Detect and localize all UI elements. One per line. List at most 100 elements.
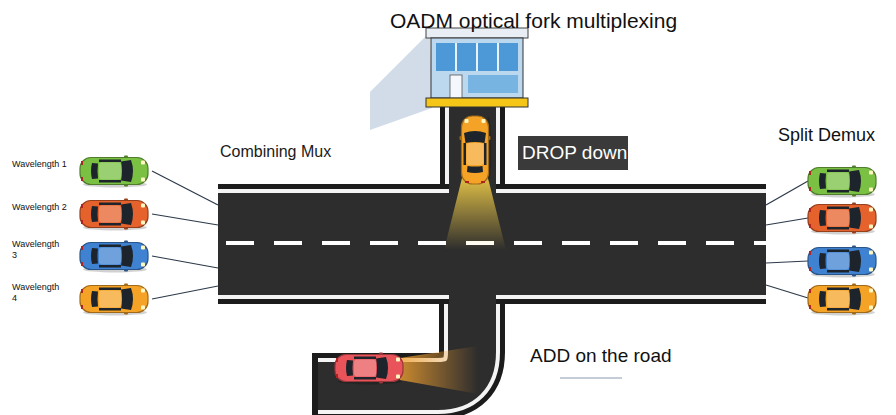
car-illustration: [806, 283, 878, 315]
car-taillight: [465, 181, 469, 183]
mux-line: [152, 286, 218, 299]
car-rear-window: [467, 166, 483, 173]
car-body: [80, 286, 148, 313]
car-icon: [78, 198, 150, 230]
car-roof: [827, 291, 849, 308]
car-taillight: [809, 289, 811, 293]
car-icon: [806, 283, 878, 315]
car-taillight: [809, 171, 811, 175]
car-windshield: [849, 250, 861, 272]
car-headlight: [869, 268, 873, 272]
car-illustration: [78, 198, 150, 230]
mux-road: Combining Mux: [218, 140, 766, 304]
mux-line: [152, 256, 218, 268]
car-headlight: [869, 208, 873, 212]
car-taillight: [81, 289, 83, 293]
car-headlight: [869, 251, 873, 255]
car-rear-window: [91, 248, 98, 264]
car-side-window: [99, 180, 121, 183]
car-taillight: [81, 305, 83, 309]
car-side-window: [99, 288, 121, 291]
car-illustration: [333, 352, 405, 384]
car-body: [80, 158, 148, 185]
car-headlight: [141, 221, 145, 225]
car-rear-window: [819, 210, 826, 226]
car-taillight: [81, 220, 83, 224]
car-headlight: [869, 289, 873, 293]
car-illustration: [806, 165, 878, 197]
car-roof: [99, 163, 121, 180]
demux-line: [766, 285, 808, 298]
car-rear-window: [91, 291, 98, 307]
car-body: [80, 201, 148, 228]
demux-line: [766, 218, 808, 225]
car-icon: [78, 240, 150, 272]
car-side-window: [99, 265, 121, 268]
building-door: [450, 75, 462, 98]
car-headlight: [141, 306, 145, 310]
car-side-window: [99, 308, 121, 311]
car-headlight: [141, 178, 145, 182]
car-icon: [459, 114, 491, 186]
car-headlight: [869, 171, 873, 175]
car-taillight: [809, 305, 811, 309]
window-frame: [476, 43, 478, 71]
demux-line: [766, 181, 808, 205]
car-icon: [806, 165, 878, 197]
car-taillight: [336, 374, 338, 378]
drop-road-edge: [440, 106, 505, 196]
car-headlight: [869, 225, 873, 229]
add-road-end: [312, 353, 318, 415]
annotation-label: Split Demux: [778, 124, 875, 146]
building-base: [426, 98, 528, 107]
car-illustration: [78, 240, 150, 272]
junction-patch: [440, 180, 445, 186]
car-illustration: [459, 114, 491, 186]
car-taillight: [809, 267, 811, 271]
car-headlight: [396, 375, 400, 379]
car-rear-window: [91, 163, 98, 179]
car-taillight: [81, 262, 83, 266]
car-side-window: [827, 288, 849, 291]
window-frame: [497, 43, 499, 71]
car-body: [808, 205, 876, 232]
car-illustration: [78, 283, 150, 315]
car-side-window: [99, 203, 121, 206]
building-window: [436, 43, 518, 71]
car-side-window: [827, 170, 849, 173]
car-headlight: [396, 358, 400, 362]
car-roof: [99, 206, 121, 223]
drop-label: DROP down: [522, 136, 627, 170]
car-side-window: [827, 270, 849, 273]
car-illustration: [806, 245, 878, 277]
wavelength-car: Wavelength 1: [10, 152, 152, 190]
junction-patch: [500, 180, 505, 186]
building-body: [431, 38, 523, 98]
car-windshield: [849, 207, 861, 229]
car-rear-window: [819, 291, 826, 307]
building-shadow: [370, 32, 432, 130]
car-icon: [78, 283, 150, 315]
car-rear-window: [91, 206, 98, 222]
car-icon: [806, 202, 878, 234]
car-roof: [827, 210, 849, 227]
car-body: [808, 168, 876, 195]
car-windshield: [376, 357, 388, 379]
car-roof: [354, 360, 376, 377]
car-side-window: [354, 357, 376, 360]
car-headlight: [465, 119, 469, 123]
diagram-title: OADM optical fork multiplexing: [390, 8, 677, 34]
car-taillight: [809, 251, 811, 255]
car-roof: [467, 143, 484, 165]
car-windshield: [849, 288, 861, 310]
car-taillight: [81, 177, 83, 181]
headlight-glow: [444, 178, 506, 250]
car-headlight: [869, 188, 873, 192]
car-body: [808, 248, 876, 275]
car-taillight: [809, 208, 811, 212]
car-windshield: [121, 245, 133, 267]
mux-line: [152, 171, 218, 205]
car-headlight: [141, 263, 145, 267]
